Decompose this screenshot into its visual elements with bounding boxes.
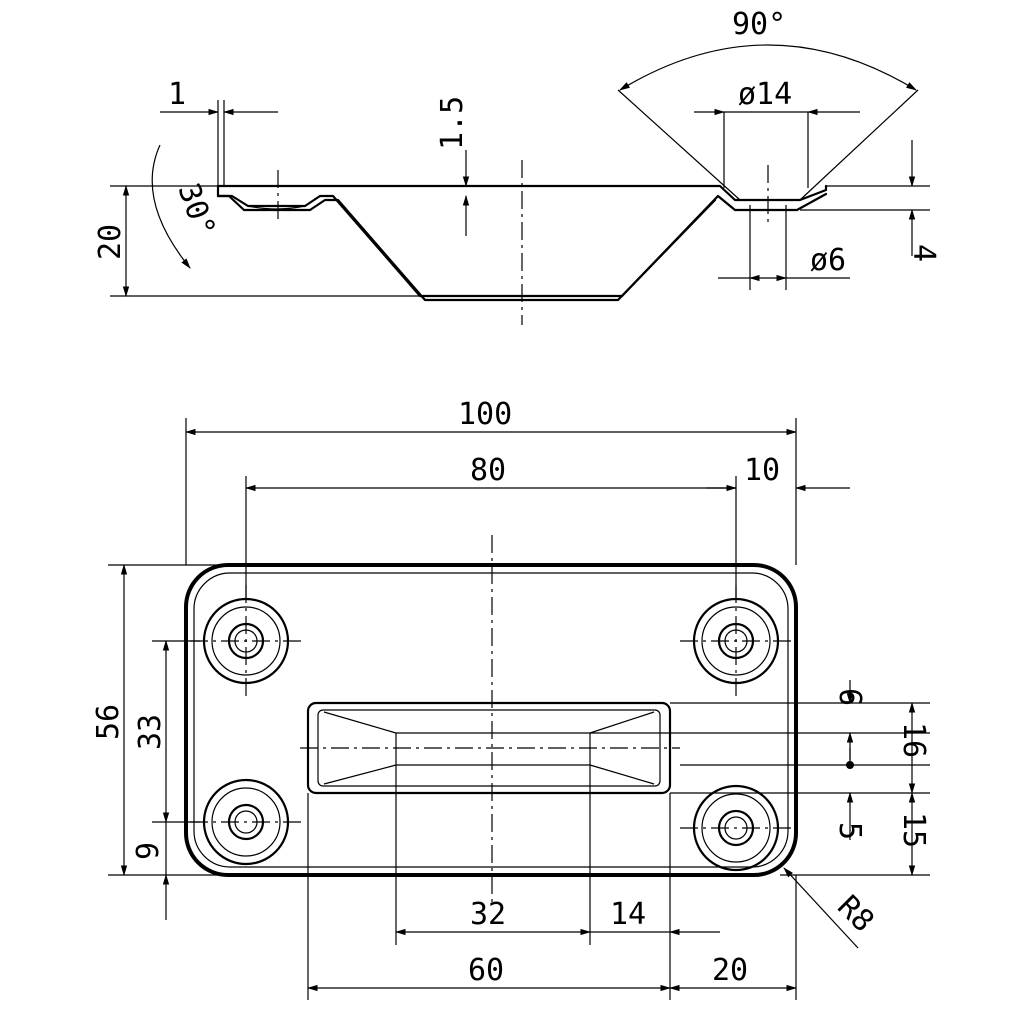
- dim-100-label: 100: [458, 397, 512, 432]
- angle-90-label: 90°: [732, 7, 786, 42]
- dim-5-label: 5: [832, 822, 867, 840]
- hole-top-right: [680, 585, 792, 697]
- hole-top-left: [190, 585, 302, 697]
- dim-80-label: 80: [470, 453, 506, 488]
- dim-10-label: 10: [744, 453, 780, 488]
- angle-30-label: 30°: [170, 179, 221, 242]
- dia-14-label: ø14: [738, 77, 792, 112]
- top-view: 100 80 10 56 33 9 6: [91, 397, 931, 1000]
- dim-33-label: 33: [133, 714, 168, 750]
- side-view: 90° ø14 1 1.5 20 30° 4: [93, 7, 941, 325]
- dim-32-label: 32: [470, 897, 506, 932]
- dim-1-label: 1: [168, 77, 186, 112]
- dim-20-label: 20: [712, 953, 748, 988]
- radius-leader: [783, 867, 859, 949]
- hole-bottom-left: [190, 778, 302, 866]
- angle-30-arc: [151, 144, 191, 269]
- dim-20-label: 20: [93, 224, 128, 260]
- dim-4-label: 4: [906, 244, 941, 262]
- dim-9-label: 9: [131, 842, 166, 860]
- dim-16-label: 16: [896, 722, 931, 758]
- dia-6-label: ø6: [810, 243, 846, 278]
- angle-90-arc: [619, 44, 917, 91]
- dim-56-label: 56: [91, 704, 126, 740]
- plate-outline: [184, 563, 798, 877]
- radius-8-label: R8: [830, 889, 880, 939]
- dim-6-label: 6: [832, 688, 867, 706]
- dim-14-label: 14: [610, 897, 646, 932]
- dim-1-5-label: 1.5: [435, 96, 470, 150]
- hole-bottom-right: [680, 784, 792, 872]
- dim-15-label: 15: [896, 812, 931, 848]
- dim-60-label: 60: [468, 953, 504, 988]
